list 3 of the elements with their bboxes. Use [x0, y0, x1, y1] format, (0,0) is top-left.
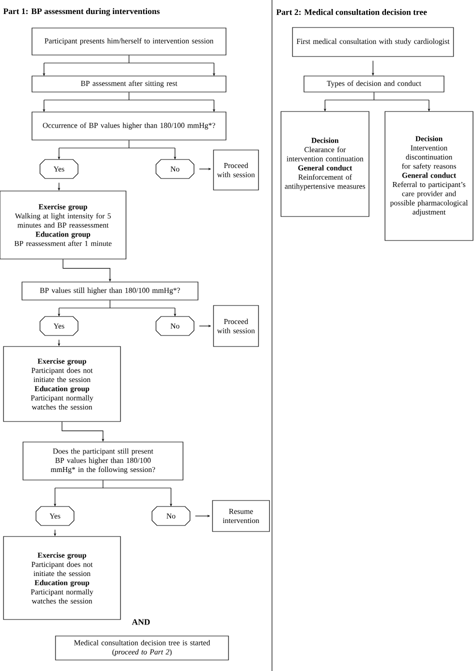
connector-word: AND — [132, 619, 150, 625]
section-heading: Part 2: Medical consultation decision tree — [276, 9, 427, 15]
section-heading: Part 1: BP assessment during interventions — [3, 8, 160, 16]
